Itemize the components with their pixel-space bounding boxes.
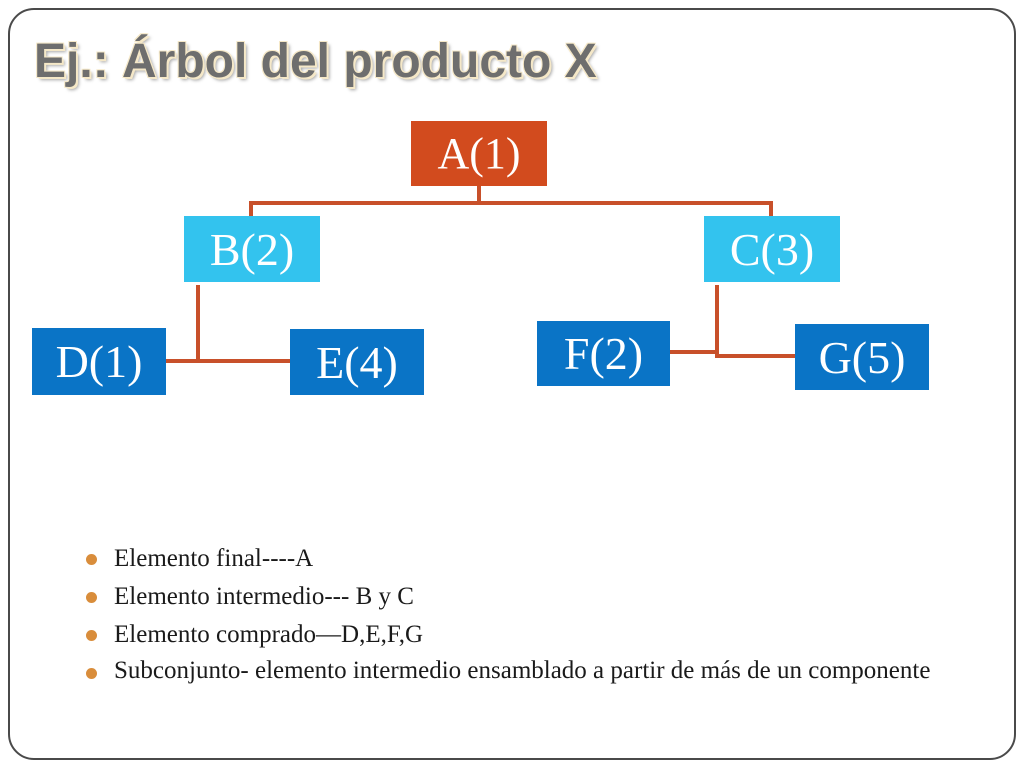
bullet-item: Elemento comprado—D,E,F,G xyxy=(86,616,966,654)
node-a-label: A(1) xyxy=(437,129,521,178)
node-e-label: E(4) xyxy=(316,336,398,388)
node-f: F(2) xyxy=(537,321,670,386)
slide-title: Ej.: Árbol del producto X xyxy=(34,35,597,88)
node-e: E(4) xyxy=(290,329,424,395)
node-a: A(1) xyxy=(411,121,547,186)
node-c-label: C(3) xyxy=(729,223,815,275)
node-b: B(2) xyxy=(184,216,320,282)
node-c: C(3) xyxy=(704,216,840,282)
node-b-label: B(2) xyxy=(209,223,295,275)
bullet-item: Elemento final----A xyxy=(86,540,966,578)
node-g-label: G(5) xyxy=(818,331,906,383)
node-d: D(1) xyxy=(32,328,166,395)
node-f-label: F(2) xyxy=(563,328,644,379)
bullet-item: Subconjunto- elemento intermedio ensambl… xyxy=(86,654,966,688)
node-d-label: D(1) xyxy=(55,336,143,387)
bullet-item: Elemento intermedio--- B y C xyxy=(86,578,966,616)
bullet-list: Elemento final----A Elemento intermedio-… xyxy=(86,540,966,688)
node-g: G(5) xyxy=(795,324,929,390)
